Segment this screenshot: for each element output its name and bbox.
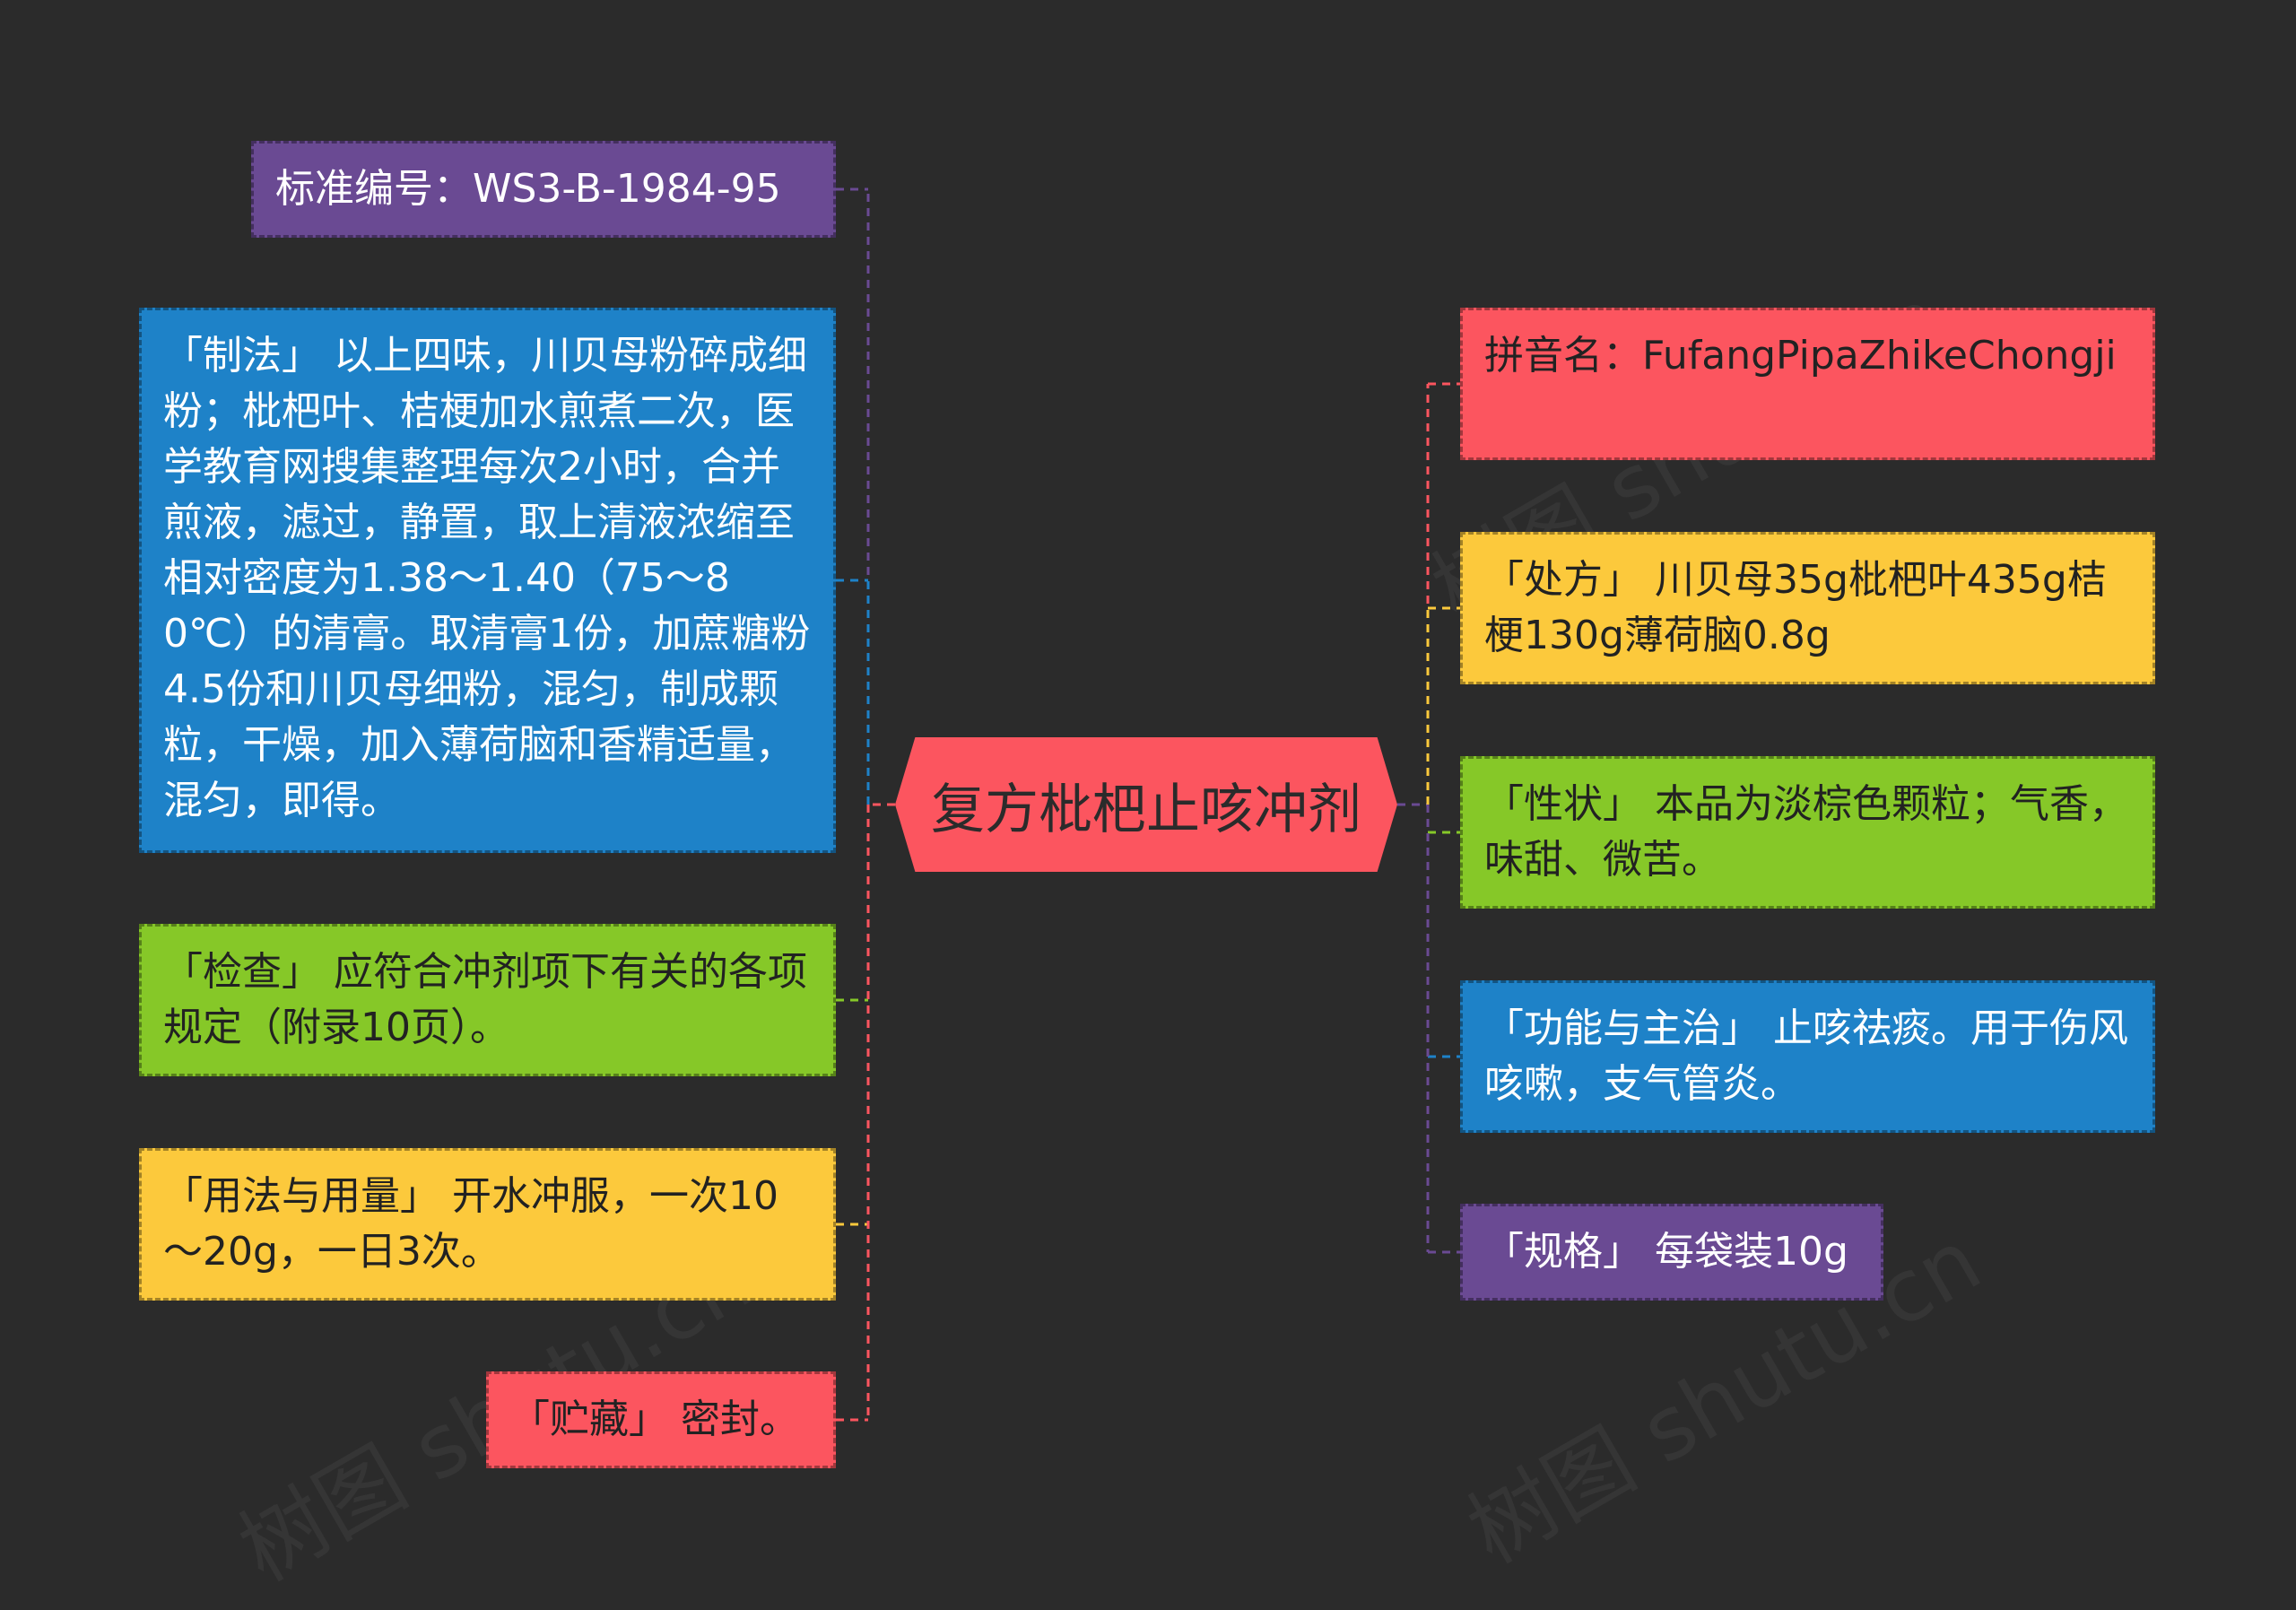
node-preparation[interactable]: 「制法」 以上四味，川贝母粉碎成细粉；枇杷叶、桔梗加水煎煮二次，医学教育网搜集整… bbox=[139, 308, 836, 853]
node-inspection[interactable]: 「检查」 应符合冲剂项下有关的各项规定（附录10页）。 bbox=[139, 924, 836, 1076]
node-function-indication[interactable]: 「功能与主治」 止咳祛痰。用于伤风咳嗽，支气管炎。 bbox=[1460, 980, 2155, 1133]
node-prescription[interactable]: 「处方」 川贝母35g枇杷叶435g桔梗130g薄荷脑0.8g bbox=[1460, 532, 2155, 684]
central-topic[interactable]: 复方枇杷止咳冲剂 bbox=[895, 737, 1397, 872]
node-standard-number[interactable]: 标准编号：WS3-B-1984-95 bbox=[251, 141, 836, 238]
node-pinyin-name[interactable]: 拼音名：FufangPipaZhikeChongji bbox=[1460, 308, 2155, 460]
node-storage[interactable]: 「贮藏」 密封。 bbox=[486, 1371, 836, 1468]
node-specification[interactable]: 「规格」 每袋装10g bbox=[1460, 1204, 1883, 1301]
node-usage-dosage[interactable]: 「用法与用量」 开水冲服，一次10～20g，一日3次。 bbox=[139, 1148, 836, 1301]
node-character[interactable]: 「性状」 本品为淡棕色颗粒；气香，味甜、微苦。 bbox=[1460, 756, 2155, 909]
